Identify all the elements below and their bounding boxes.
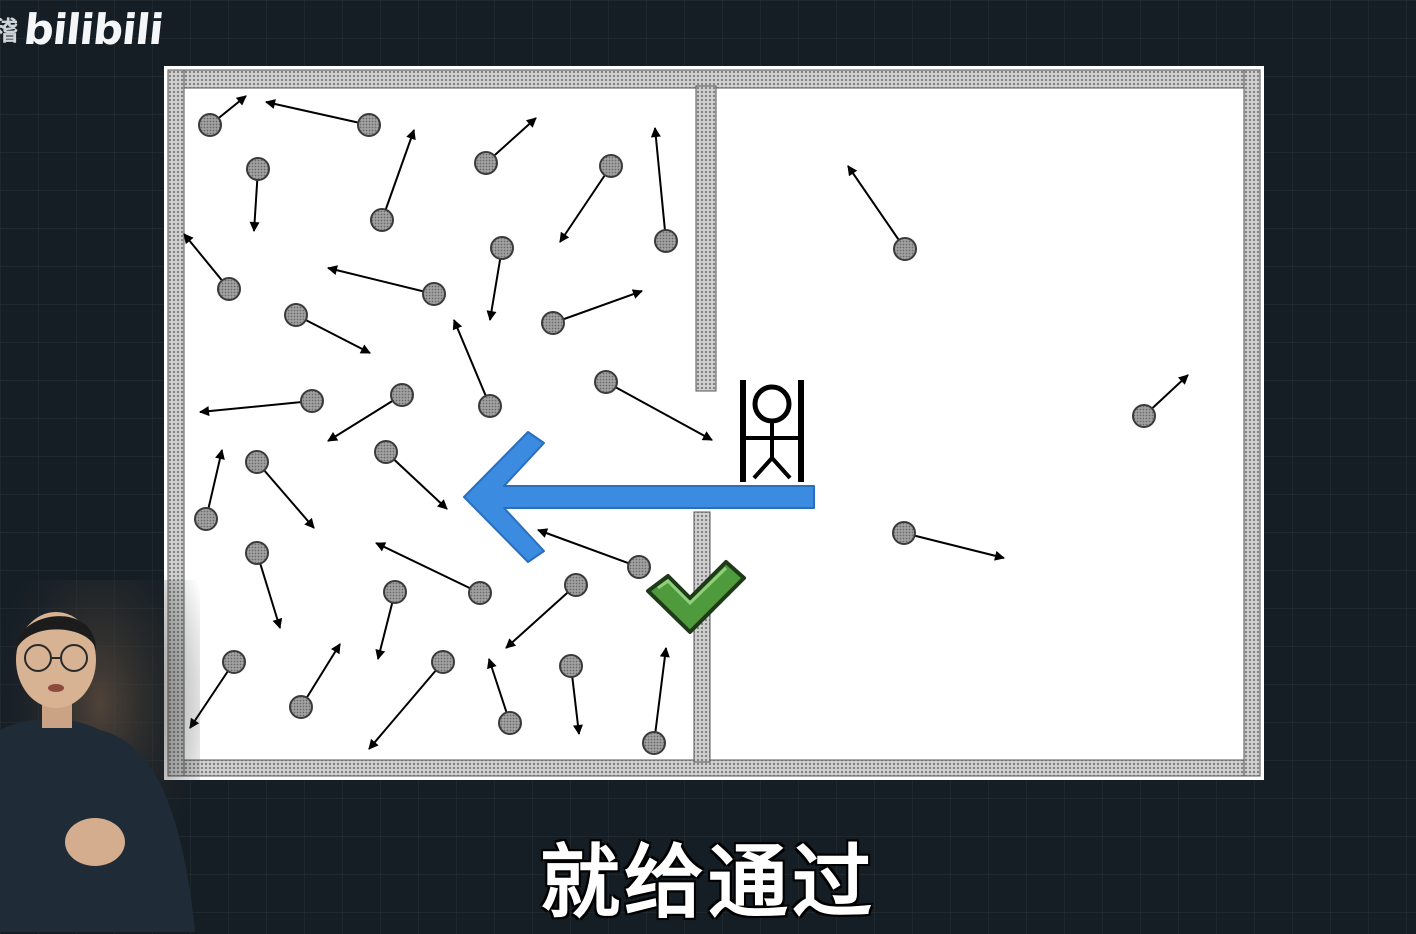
particle-icon <box>370 208 394 232</box>
particle-icon <box>194 507 218 531</box>
particle-icon <box>490 236 514 260</box>
particle-icon <box>246 157 270 181</box>
particle-icon <box>594 370 618 394</box>
particle-icon <box>284 303 308 327</box>
velocity-arrow <box>847 165 906 250</box>
particle-icon <box>1132 404 1156 428</box>
velocity-arrow <box>368 661 444 750</box>
velocity-arrow <box>327 265 435 295</box>
bilibili-logo: bilibili <box>21 4 166 54</box>
particle-icon <box>559 654 583 678</box>
velocity-arrow <box>452 319 491 407</box>
subtitle-caption: 就给通过 <box>540 836 876 929</box>
velocity-arrow <box>295 314 371 354</box>
particle-icon <box>564 573 588 597</box>
watermark-prefix: 稽 <box>0 16 19 47</box>
velocity-arrow <box>256 552 283 629</box>
particle-icon <box>541 311 565 335</box>
velocity-arrow <box>903 532 1005 561</box>
particle-icon <box>474 151 498 175</box>
left-arrow-icon <box>463 431 815 563</box>
particle-icon <box>217 277 241 301</box>
velocity-arrow <box>505 584 577 649</box>
particle-icon <box>383 580 407 604</box>
particle-icon <box>289 695 313 719</box>
velocity-arrow <box>381 129 416 221</box>
particle-icon <box>498 711 522 735</box>
particle-icon <box>198 113 222 137</box>
velocity-arrow <box>199 400 313 417</box>
stick-figure-gatekeeper-icon <box>740 380 804 482</box>
velocity-arrow <box>265 99 370 126</box>
particle-icon <box>422 282 446 306</box>
velocity-arrow <box>650 127 667 242</box>
particle-icon <box>431 650 455 674</box>
velocity-arrow <box>375 542 481 594</box>
particle-icon <box>478 394 502 418</box>
particle-icon <box>245 450 269 474</box>
velocity-arrow <box>300 643 341 708</box>
particle-icon <box>390 383 414 407</box>
velocity-arrow <box>653 647 670 744</box>
particle-icon <box>245 541 269 565</box>
maxwell-demon-simulation <box>164 66 1264 780</box>
particle-icon <box>892 521 916 545</box>
container-walls <box>167 69 1261 777</box>
particle-icon <box>654 229 678 253</box>
particle-icon <box>222 650 246 674</box>
particle-icon <box>642 731 666 755</box>
velocity-arrow <box>559 165 612 243</box>
particle-icon <box>627 555 651 579</box>
particle-icon <box>300 389 324 413</box>
bilibili-watermark: 稽 bilibili <box>0 4 166 54</box>
checkmark-icon <box>646 560 746 634</box>
partition-wall <box>693 85 717 763</box>
velocity-arrow <box>537 528 640 568</box>
velocity-arrow <box>552 289 643 324</box>
particle-icon <box>599 154 623 178</box>
particle-icon <box>468 581 492 605</box>
presenter-video-overlay <box>0 580 200 932</box>
velocity-arrow <box>256 461 315 529</box>
velocity-arrow <box>486 247 503 321</box>
particle-icon <box>357 113 381 137</box>
particle-icon <box>893 237 917 261</box>
gas-particles <box>183 95 1189 755</box>
velocity-arrow <box>605 381 713 441</box>
velocity-arrow <box>327 394 403 442</box>
particle-icon <box>374 440 398 464</box>
velocity-arrow <box>385 451 448 510</box>
